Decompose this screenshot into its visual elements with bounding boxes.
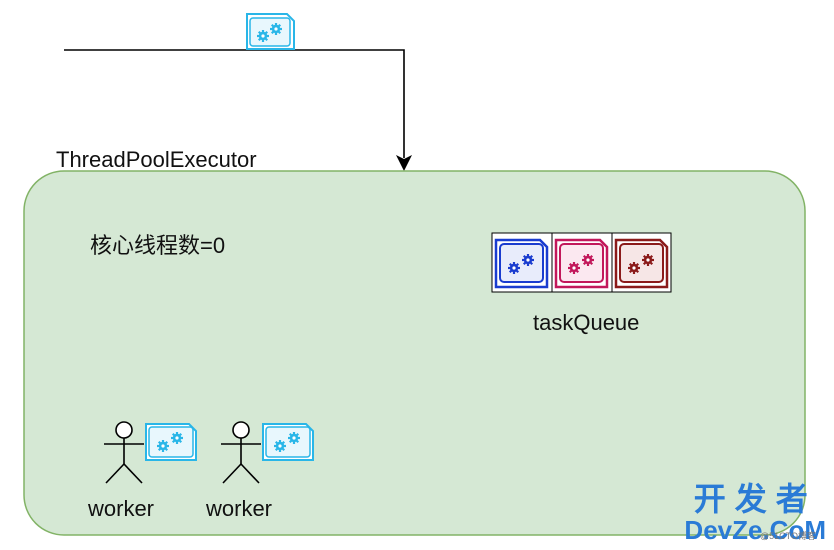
worker-task-icon-2 bbox=[262, 423, 314, 461]
pool-title: ThreadPoolExecutor bbox=[56, 147, 257, 172]
thread-pool-container bbox=[23, 170, 806, 536]
incoming-task-arrow bbox=[64, 49, 412, 171]
watermark-tag: @51CTO博客 bbox=[760, 531, 816, 541]
core-thread-count-label: 核心线程数=0 bbox=[90, 233, 226, 258]
worker-figure-1 bbox=[104, 421, 144, 484]
watermark-logo: 开发者 DevZe.CoM bbox=[684, 482, 826, 544]
worker-task-icon-1 bbox=[145, 423, 197, 461]
watermark-en: DevZe.CoM bbox=[684, 515, 826, 545]
worker-figure-2 bbox=[221, 421, 261, 484]
task-queue-label: taskQueue bbox=[533, 310, 640, 335]
queued-task-icon-magenta bbox=[554, 238, 609, 289]
queued-task-icon-blue bbox=[494, 238, 549, 289]
watermark-cn: 开发者 bbox=[693, 481, 817, 517]
incoming-task-icon bbox=[246, 13, 295, 50]
worker-label-2: worker bbox=[206, 496, 273, 521]
queued-task-icon-darkred bbox=[614, 238, 669, 289]
worker-label-1: worker bbox=[88, 496, 155, 521]
